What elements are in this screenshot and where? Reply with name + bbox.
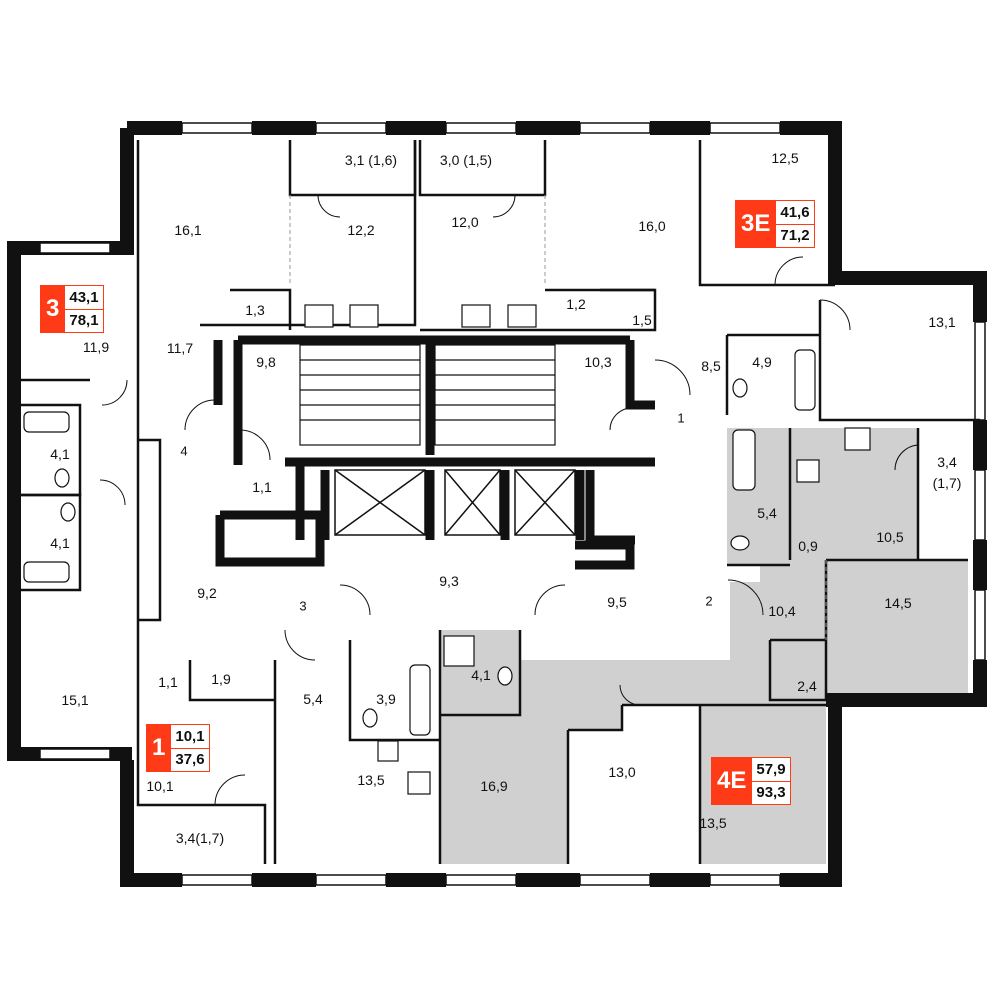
room-label: 4,1 (50, 535, 70, 551)
room-label: 1,1 (158, 674, 178, 690)
room-label: 4,1 (471, 667, 491, 683)
room-label: 3,4 (937, 454, 957, 470)
entrance-number: 4 (180, 443, 188, 459)
interior-walls (20, 140, 980, 864)
room-label: 5,4 (303, 691, 323, 707)
room-label: 13,0 (608, 764, 636, 780)
total-area: 93,3 (756, 783, 786, 801)
room-label: 9,2 (197, 585, 217, 601)
room-label: 4,9 (752, 354, 772, 370)
room-label: (1,7) (932, 475, 962, 491)
living-area: 57,9 (752, 759, 790, 782)
room-label: 1,9 (211, 671, 231, 687)
apartment-4e-shading (440, 428, 968, 864)
room-label: 4,1 (50, 446, 70, 462)
room-label: 12,0 (451, 214, 479, 230)
apartment-number: 3Е (735, 200, 777, 248)
room-label: 9,8 (256, 354, 276, 370)
room-label: 3,4(1,7) (175, 830, 225, 846)
core-walls (213, 335, 655, 570)
total-area: 37,6 (175, 750, 205, 768)
apartment-areas: 41,6 71,2 (776, 200, 815, 248)
total-area: 71,2 (780, 226, 810, 244)
room-label: 1,3 (245, 302, 265, 318)
apartment-number: 4Е (711, 757, 753, 805)
room-label: 1,1 (252, 479, 272, 495)
room-label: 8,5 (701, 358, 721, 374)
room-label: 13,1 (928, 314, 956, 330)
room-label: 16,1 (174, 222, 202, 238)
room-label: 10,1 (146, 778, 174, 794)
room-label: 2,4 (797, 678, 817, 694)
balcony-label: 3,1 (1,6) (344, 152, 398, 168)
room-label: 9,3 (439, 573, 459, 589)
entrance-number: 3 (299, 598, 307, 614)
room-label: 15,1 (61, 692, 89, 708)
apartment-areas: 43,1 78,1 (65, 285, 104, 333)
room-label: 14,5 (884, 595, 912, 611)
apartment-badge-3[interactable]: 3 43,1 78,1 (40, 285, 104, 333)
apartment-areas: 57,9 93,3 (752, 757, 791, 805)
fixtures (23, 304, 871, 795)
room-label: 10,3 (584, 354, 612, 370)
room-label: 1,5 (632, 312, 652, 328)
apartment-badge-4e[interactable]: 4Е 57,9 93,3 (711, 757, 791, 805)
room-label: 12,5 (771, 150, 799, 166)
room-label: 16,9 (480, 778, 508, 794)
room-label: 1,2 (566, 296, 586, 312)
room-label: 16,0 (638, 218, 666, 234)
total-area: 78,1 (69, 311, 99, 329)
apartment-areas: 10,1 37,6 (171, 724, 210, 772)
stairwell (299, 344, 556, 446)
elevators (334, 469, 576, 536)
room-label: 13,5 (699, 815, 727, 831)
room-label: 13,5 (357, 772, 385, 788)
room-label: 5,4 (757, 505, 777, 521)
partition-lines (289, 195, 827, 640)
apartment-badge-1[interactable]: 1 10,1 37,6 (146, 724, 210, 772)
entrance-number: 1 (677, 410, 685, 426)
apartment-badge-3e[interactable]: 3Е 41,6 71,2 (735, 200, 815, 248)
living-area: 10,1 (171, 726, 209, 749)
living-area: 43,1 (65, 287, 103, 310)
doors (99, 194, 919, 806)
room-label: 11,9 (82, 339, 110, 355)
balcony-label: 3,0 (1,5) (439, 152, 493, 168)
room-label: 9,5 (607, 594, 627, 610)
room-label: 10,4 (768, 603, 796, 619)
apartment-number: 3 (40, 285, 66, 333)
room-label: 10,5 (876, 529, 904, 545)
room-label: 0,9 (798, 538, 818, 554)
room-label: 12,2 (347, 222, 375, 238)
room-label: 11,7 (166, 340, 194, 356)
apartment-number: 1 (146, 724, 172, 772)
room-label: 3,9 (376, 691, 396, 707)
living-area: 41,6 (776, 202, 814, 225)
entrance-number: 2 (705, 593, 713, 609)
